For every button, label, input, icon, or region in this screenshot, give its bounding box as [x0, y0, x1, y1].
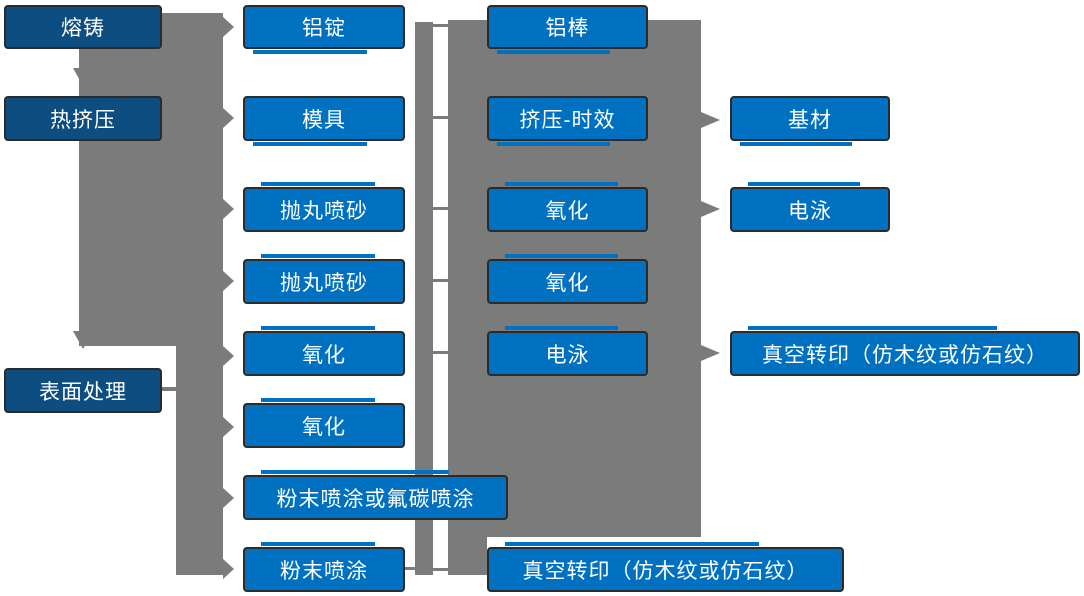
node-aluminum-ingot: 铝锭 — [243, 5, 405, 54]
arrowhead-to-powder-coating — [223, 559, 234, 579]
node-surface-treatment: 表面处理 — [4, 368, 162, 413]
node-oxidation-1: 氧化 — [243, 326, 405, 376]
node-oxidation-3: 氧化 — [487, 182, 648, 232]
link-bottom-mid — [433, 568, 448, 571]
arrowhead-to-shot-blasting-1 — [223, 199, 234, 219]
link-powder-coating-stub — [405, 567, 415, 570]
arrowhead-to-electrophoresis — [701, 201, 720, 217]
node-electrophoresis-1: 电泳 — [487, 326, 648, 376]
node-oxidation-4: 氧化 — [487, 254, 648, 304]
node-electrophoresis-2: 电泳 — [730, 182, 890, 232]
link-row2-mid — [433, 116, 448, 119]
node-powder-coating: 粉末喷涂 — [243, 542, 405, 592]
node-powder-or-fluorocarbon-coating: 粉末喷涂或氟碳喷涂 — [243, 470, 508, 520]
arrowhead-to-mold — [223, 108, 234, 128]
node-aluminum-rod: 铝棒 — [487, 5, 648, 54]
connector-band-surface — [176, 346, 223, 575]
arrowhead-to-base-material — [701, 112, 720, 128]
node-extrusion-aging: 挤压-时效 — [487, 96, 648, 146]
node-shot-blasting-1: 抛丸喷砂 — [243, 182, 405, 232]
node-mold: 模具 — [243, 96, 405, 146]
arrowhead-to-oxidation-2 — [223, 417, 234, 437]
arrowhead-to-shot-blasting-2 — [223, 271, 234, 291]
link-row5-mid — [433, 351, 448, 354]
node-base-material: 基材 — [730, 96, 890, 146]
link-row3-mid — [433, 207, 448, 210]
link-row4-mid — [433, 279, 448, 282]
node-vacuum-transfer-print-1: 真空转印（仿木纹或仿石纹） — [487, 542, 844, 592]
connector-rail-mid — [415, 22, 433, 575]
arrowhead-to-powder-or-fluorocarbon — [223, 488, 234, 508]
node-oxidation-2: 氧化 — [243, 398, 405, 448]
arrowhead-down-to-hot-extrusion — [73, 68, 93, 86]
link-row1-mid — [433, 24, 448, 27]
connector-band-left — [79, 13, 223, 346]
node-shot-blasting-2: 抛丸喷砂 — [243, 254, 405, 304]
link-surface-treatment-stub — [161, 387, 176, 391]
arrowhead-to-aluminum-ingot — [223, 17, 234, 37]
arrowhead-to-vacuum-transfer — [701, 345, 720, 361]
node-vacuum-transfer-print-2: 真空转印（仿木纹或仿石纹） — [730, 326, 1080, 376]
node-hot-extrusion: 热挤压 — [4, 96, 162, 141]
node-melting-casting: 熔铸 — [4, 5, 162, 49]
arrowhead-to-oxidation-1 — [223, 346, 234, 366]
arrowhead-down-to-surface-treatment — [73, 331, 93, 349]
